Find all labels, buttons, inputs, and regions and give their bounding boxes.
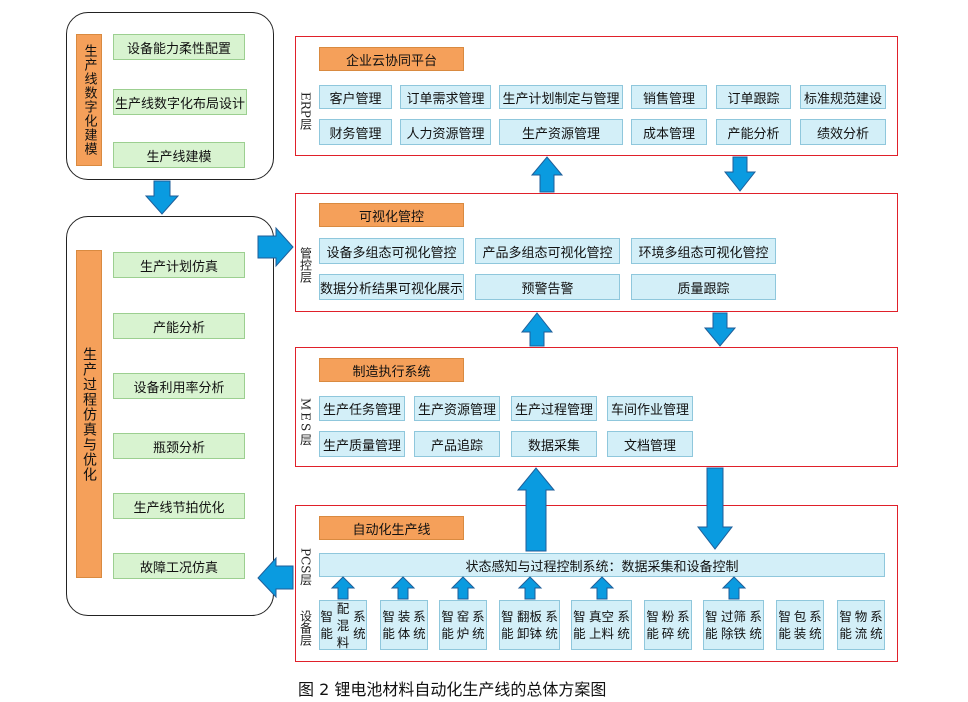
equipment-item-9: 智能物流系统 — [837, 600, 885, 650]
arrow-erp-to-control — [723, 156, 757, 192]
erp-title: 企业云协同平台 — [319, 47, 464, 71]
erp-item-order-tracking: 订单跟踪 — [716, 85, 791, 109]
mes-item-tracking: 产品追踪 — [414, 431, 500, 457]
erp-item-customer: 客户管理 — [319, 85, 392, 109]
arrow-equipment-5-up — [589, 576, 615, 600]
mes-title: 制造执行系统 — [319, 358, 464, 382]
equipment-item-2: 智能装体系统 — [380, 600, 428, 650]
equipment-item-3: 智能窑炉系统 — [439, 600, 487, 650]
modeling-item-1: 设备能力柔性配置 — [113, 34, 245, 60]
pcs-title: 自动化生产线 — [319, 516, 464, 540]
simulation-item-6: 故障工况仿真 — [113, 553, 245, 579]
erp-item-order-demand: 订单需求管理 — [400, 85, 491, 109]
simulation-item-3: 设备利用率分析 — [113, 373, 245, 399]
equipment-item-7: 智能过筛除铁系统 — [703, 600, 764, 650]
arrow-modeling-to-simulation — [144, 180, 180, 215]
simulation-item-1: 生产计划仿真 — [113, 252, 245, 278]
simulation-item-4: 瓶颈分析 — [113, 433, 245, 459]
arrow-control-to-mes — [703, 312, 737, 347]
arrow-control-to-erp — [530, 156, 564, 193]
arrow-pcs-to-mes — [516, 467, 556, 552]
arrow-simulation-to-control — [257, 226, 294, 268]
equipment-item-8: 智能包装系统 — [776, 600, 824, 650]
arrow-equipment-7-up — [721, 576, 747, 600]
arrow-equipment-2-up — [390, 576, 416, 600]
erp-item-hr: 人力资源管理 — [400, 119, 491, 145]
modeling-item-3: 生产线建模 — [113, 142, 245, 168]
erp-item-finance: 财务管理 — [319, 119, 392, 145]
erp-item-production-resources: 生产资源管理 — [499, 119, 623, 145]
arrow-equipment-1-up — [330, 576, 356, 600]
mes-item-process: 生产过程管理 — [511, 396, 597, 421]
erp-item-production-plan: 生产计划制定与管理 — [499, 85, 623, 109]
control-item-product: 产品多组态可视化管控 — [475, 238, 620, 264]
pcs-layer-label: PCS层 — [298, 548, 313, 586]
mes-item-tasks: 生产任务管理 — [319, 396, 405, 421]
erp-item-standards: 标准规范建设 — [800, 85, 886, 109]
erp-item-sales: 销售管理 — [631, 85, 707, 109]
arrow-equipment-4-up — [517, 576, 543, 600]
equipment-item-1: 智能配混料系统 — [319, 600, 367, 650]
mes-item-quality: 生产质量管理 — [319, 431, 405, 457]
control-item-environment: 环境多组态可视化管控 — [631, 238, 776, 264]
erp-layer-label: ERP层 — [298, 92, 313, 130]
arrow-mes-to-pcs — [696, 467, 734, 550]
simulation-item-2: 产能分析 — [113, 313, 245, 339]
control-item-analytics: 数据分析结果可视化展示 — [319, 274, 464, 300]
mes-item-resources: 生产资源管理 — [414, 396, 500, 421]
control-item-alerts: 预警告警 — [475, 274, 620, 300]
modeling-panel-title: 生产线数字化建模 — [76, 34, 102, 166]
figure-caption: 图 2 锂电池材料自动化生产线的总体方案图 — [298, 680, 607, 699]
equipment-item-4: 智能翻板卸钵系统 — [499, 600, 560, 650]
simulation-item-5: 生产线节拍优化 — [113, 493, 245, 519]
equipment-item-6: 智能粉碎系统 — [644, 600, 692, 650]
mes-item-workshop: 车间作业管理 — [607, 396, 693, 421]
mes-item-data-collection: 数据采集 — [511, 431, 597, 457]
simulation-panel-title: 生产过程仿真与优化 — [76, 250, 102, 578]
control-title: 可视化管控 — [319, 203, 464, 227]
control-layer-label: 管控层 — [298, 247, 313, 283]
erp-item-cost: 成本管理 — [631, 119, 707, 145]
erp-item-capacity: 产能分析 — [716, 119, 791, 145]
erp-item-performance: 绩效分析 — [800, 119, 886, 145]
mes-item-documents: 文档管理 — [607, 431, 693, 457]
control-item-equipment: 设备多组态可视化管控 — [319, 238, 464, 264]
equipment-item-5: 智能真空上料系统 — [571, 600, 632, 650]
control-item-quality: 质量跟踪 — [631, 274, 776, 300]
equipment-layer-label: 设备层 — [298, 610, 313, 646]
modeling-item-2: 生产线数字化布局设计 — [113, 89, 247, 115]
arrow-equipment-3-up — [450, 576, 476, 600]
mes-layer-label: MES层 — [298, 398, 313, 448]
arrow-pcs-to-simulation — [257, 556, 294, 599]
arrow-mes-to-control — [520, 312, 554, 347]
